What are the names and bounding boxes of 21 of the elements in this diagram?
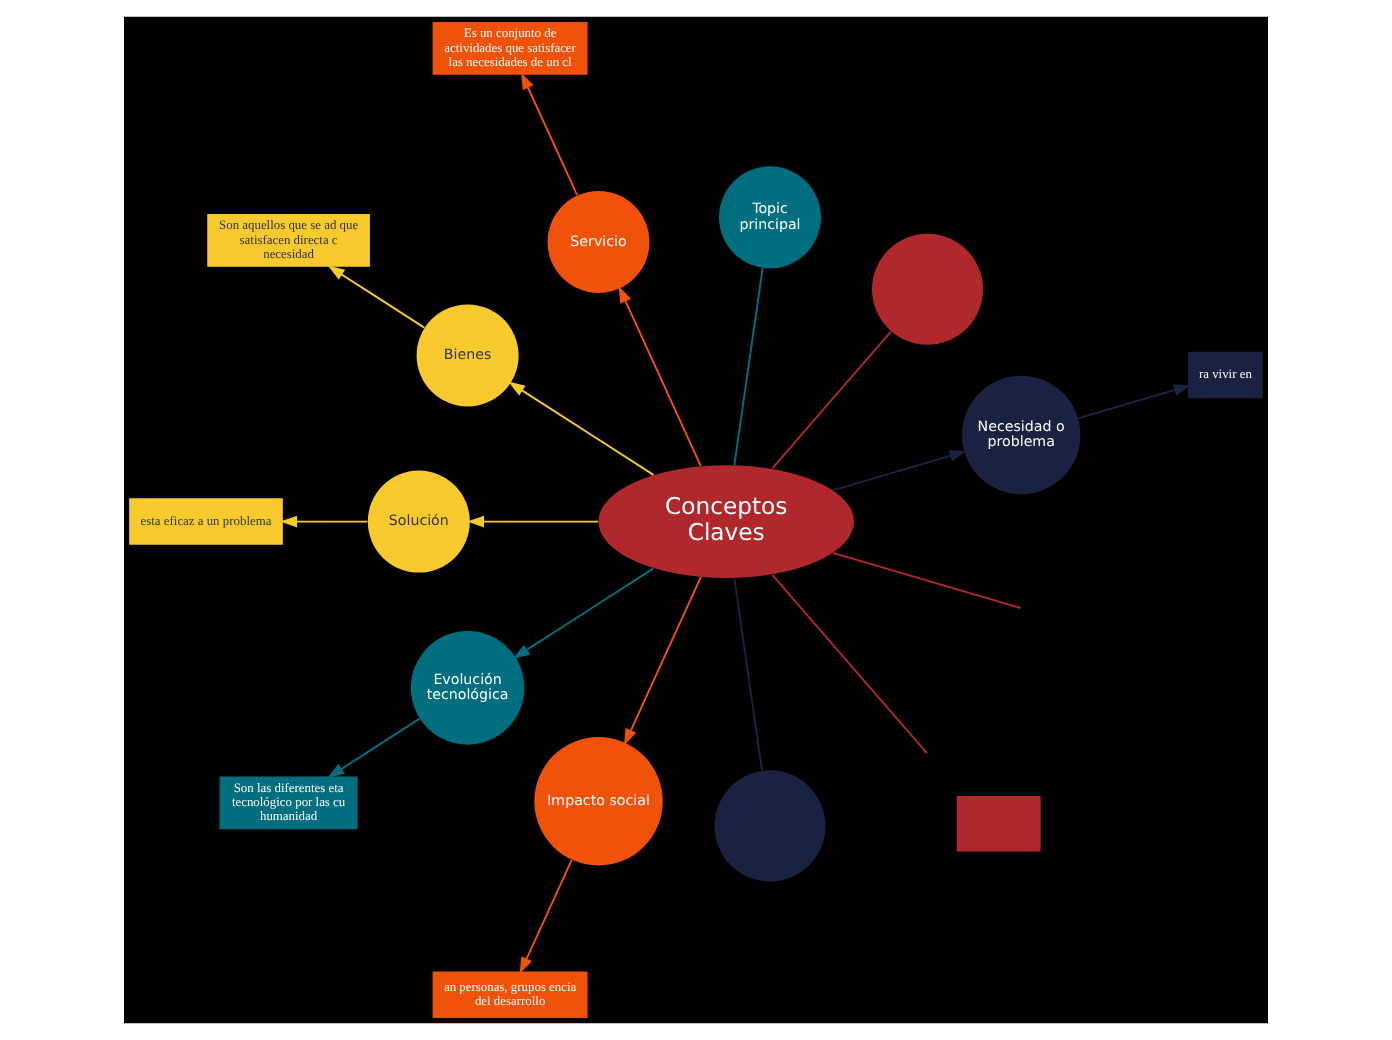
connector — [733, 577, 763, 772]
arrow — [280, 515, 369, 528]
arrow — [618, 285, 702, 467]
connector — [771, 330, 892, 470]
node-ellipse: Conceptos Claves — [598, 465, 855, 578]
arrow — [512, 567, 655, 659]
arrow — [327, 265, 426, 329]
node-circle — [714, 770, 826, 882]
connector — [733, 267, 764, 467]
arrow — [519, 858, 573, 974]
arrow — [467, 515, 600, 528]
arrow — [1077, 384, 1191, 420]
node-box — [956, 796, 1041, 852]
arrow — [327, 717, 421, 778]
arrow — [521, 72, 579, 197]
connector — [832, 552, 1022, 609]
connector — [771, 573, 928, 755]
arrow — [508, 381, 655, 476]
arrow — [623, 576, 702, 746]
node-circle — [872, 233, 984, 345]
arrow — [832, 450, 967, 492]
